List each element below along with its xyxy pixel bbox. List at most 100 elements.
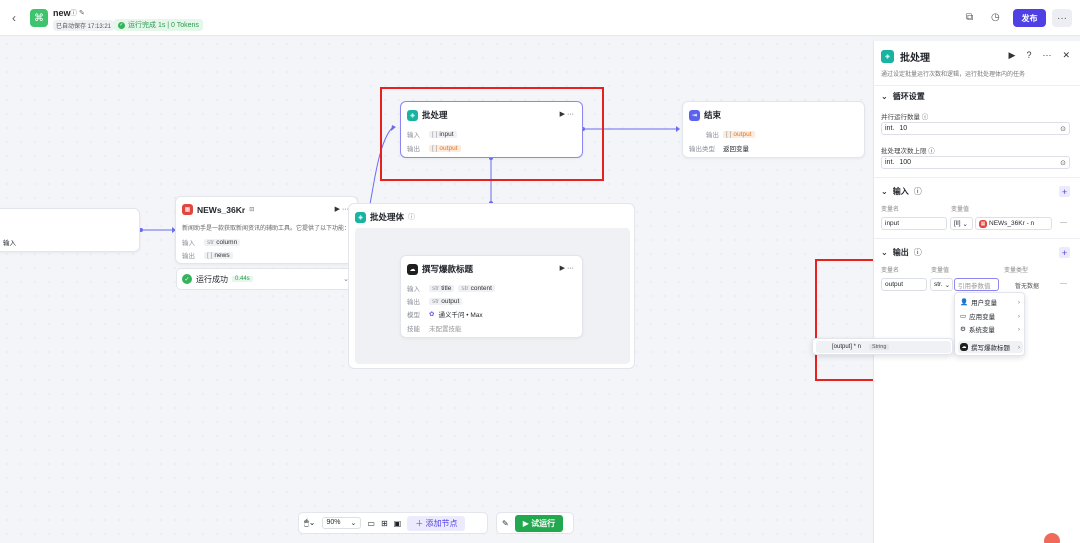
chevron-right-icon: › (1017, 298, 1020, 306)
assistant-avatar[interactable] (1044, 533, 1060, 543)
output-type-text: 暂无数据 (1015, 284, 1040, 290)
input-value: input (439, 130, 454, 138)
node-headline-tools[interactable]: ▶ ··· (559, 265, 574, 272)
node-news-tools[interactable]: ▶ ··· (334, 206, 349, 213)
node-end-title: 结束 (704, 110, 722, 120)
settings-icon[interactable]: ⊙ (1060, 125, 1066, 133)
copy-icon[interactable]: ⧉ (966, 12, 974, 23)
node-news-desc: 新闻助手是一款获取新闻资讯的辅助工具。它提供了以下功能： (182, 226, 351, 232)
user-icon: 👤 (960, 299, 969, 306)
input-tag: [ ]input (429, 130, 457, 138)
mouse-icon[interactable]: 🖱⌄ (304, 518, 316, 527)
model-label: 模型 (407, 312, 420, 319)
minimap-icon[interactable]: ▣ (393, 518, 402, 528)
parallel-label-text: 并行运行数量 (881, 114, 920, 121)
col-out-value: 变量值 (931, 268, 950, 274)
parallel-input[interactable]: int. 10 ⊙ (881, 122, 1070, 135)
input-section-title: 输入 (892, 187, 909, 196)
divider (874, 177, 1080, 178)
node-batch-tools[interactable]: ▶ ··· (559, 111, 574, 118)
input-section-header[interactable]: ⌄ 输入 ⓘ (881, 186, 922, 197)
dropdown-item-label: 用户变量 (971, 300, 998, 307)
node-end[interactable]: ⇥ 结束 输出 [ ]output 输出类型 返回变量 (682, 101, 865, 158)
submenu-item-type: String (869, 344, 890, 350)
zoom-select[interactable]: 90%⌄ (321, 517, 362, 529)
info-icon: ⓘ (913, 248, 922, 257)
node-end-output: 输出 [ ]output (689, 129, 755, 139)
comment-icon[interactable]: ▭ (367, 518, 375, 528)
canvas-toolbar: 🖱⌄ 90%⌄ ▭ ⊞ ▣ ＋ 添加节点 (298, 512, 488, 534)
help-icon[interactable]: ? (1026, 50, 1032, 60)
remove-icon[interactable]: — (1060, 280, 1067, 287)
run-icon[interactable]: ▶ (1008, 50, 1016, 60)
end-icon: ⇥ (689, 109, 700, 121)
highlight-box-batch (380, 87, 604, 181)
divider (874, 238, 1080, 239)
output-type-select[interactable]: str.⌄ (930, 278, 953, 291)
loop-section-header[interactable]: ⌄ 循环设置 (881, 91, 925, 102)
chevron-right-icon: › (1017, 343, 1020, 351)
dropdown-item-system-vars[interactable]: ⚙ 系统变量 › (958, 323, 1023, 335)
skill-value: 未配置技能 (429, 326, 462, 333)
add-node-label: 添加节点 (425, 518, 458, 528)
more-button[interactable]: ··· (1052, 9, 1072, 27)
input-name-field[interactable]: input (881, 217, 947, 230)
node-batch-header: ◈ 批处理 (407, 109, 448, 121)
node-start-partial[interactable]: 输入 (0, 208, 140, 252)
chevron-down-icon[interactable]: ⌄ (343, 276, 349, 283)
settings-icon[interactable]: ⊙ (1060, 159, 1066, 167)
output-tag: [ ]output (723, 130, 755, 138)
llm-icon: ☁ (960, 343, 968, 351)
back-icon[interactable]: ‹ (12, 11, 16, 25)
layout-icon[interactable]: ⊞ (380, 518, 388, 528)
panel-tools: ▶ ? ··· ✕ (1009, 50, 1070, 61)
dropdown-item-app-vars[interactable]: ▭ 应用变量 › (958, 310, 1023, 322)
more-icon[interactable]: ··· (1042, 50, 1052, 60)
add-output-button[interactable]: + (1059, 247, 1070, 258)
node-batch-input: 输入 [ ]input (407, 129, 457, 139)
output-value: output (733, 130, 752, 138)
try-run-label: 试运行 (531, 518, 556, 528)
node-headline-title: 撰写爆款标题 (422, 264, 474, 274)
top-bar: ‹ ⌘ new ⓘ ✎ 已自动保存 17:13:21 ✓ 运行完成 1s | 0… (0, 0, 1080, 36)
remove-icon[interactable]: — (1060, 219, 1067, 226)
try-run-button[interactable]: ▶ 试运行 (514, 514, 564, 532)
output-value: output (441, 297, 460, 305)
input-type-select[interactable]: [ll]⌄ (950, 217, 973, 230)
history-icon[interactable]: ◷ (991, 12, 1000, 23)
dropdown-item-headline[interactable]: ☁ 撰写爆款标题 › (958, 341, 1023, 353)
run-success-bar[interactable]: ✓ 运行成功 0.44s ⌄ (176, 268, 356, 290)
output-section-header[interactable]: ⌄ 输出 ⓘ (881, 247, 922, 258)
col-var-value: 变量值 (951, 207, 970, 213)
edit-icon[interactable]: ⓘ ✎ (70, 10, 85, 17)
run-toolbar: ✎ ▶ 试运行 (496, 512, 574, 534)
close-icon[interactable]: ✕ (1062, 50, 1070, 60)
node-news-title: NEWs_36Kr (197, 204, 246, 215)
dropdown-item-label: 系统变量 (968, 327, 995, 334)
model-value: 通义千问 • Max (438, 312, 483, 319)
submenu-item-output[interactable]: [output] * n String (816, 341, 951, 353)
debug-icon[interactable]: ✎ (502, 518, 509, 528)
input-label: 输入 (407, 286, 420, 293)
output-ref-field[interactable]: 引用参数值 (954, 278, 999, 291)
panel-header: ◈ 批处理 (881, 49, 930, 64)
info-icon[interactable]: ⓘ (408, 214, 416, 221)
node-batch[interactable]: ◈ 批处理 ▶ ··· 输入 [ ]input 输出 [ ]output (400, 101, 583, 158)
input-ref-field[interactable]: ▦ NEWs_36Kr - n (975, 217, 1052, 230)
chevron-down-icon: ⌄ (962, 220, 968, 228)
publish-button[interactable]: 发布 (1013, 9, 1046, 27)
batch-icon: ◈ (407, 109, 418, 121)
output-name-field[interactable]: output (881, 278, 927, 291)
dropdown-item-user-vars[interactable]: 👤 用户变量 › (958, 296, 1023, 308)
max-input[interactable]: int. 100 ⊙ (881, 156, 1070, 169)
chevron-right-icon: › (1017, 325, 1020, 333)
node-end-header: ⇥ 结束 (689, 109, 721, 121)
node-news-plugin[interactable]: ▦ NEWs_36Kr ⊡ ▶ ··· 新闻助手是一款获取新闻资讯的辅助工具。它… (175, 196, 358, 264)
output-label: 输出 (182, 253, 195, 260)
add-node-button[interactable]: ＋ 添加节点 (407, 515, 466, 531)
output-value: output (439, 144, 458, 152)
add-input-button[interactable]: + (1059, 186, 1070, 197)
